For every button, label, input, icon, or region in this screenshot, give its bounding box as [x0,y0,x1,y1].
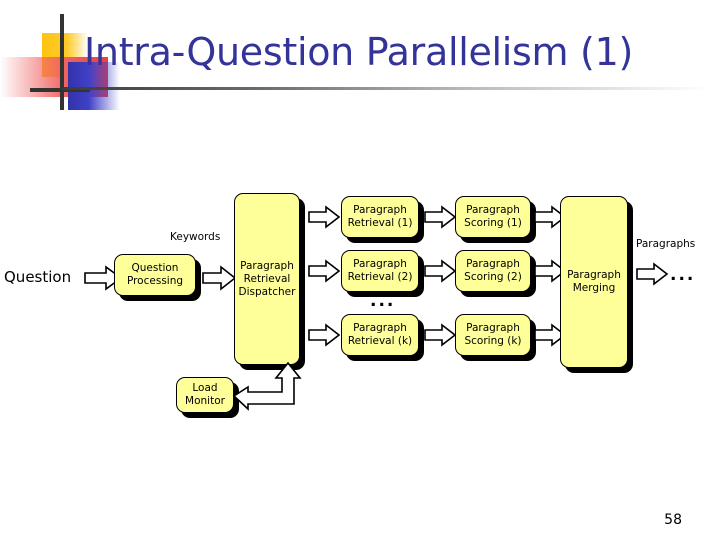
node-paragraph-retrieval-2-label: Paragraph Retrieval (2) [347,258,413,283]
arrow-paragraph-retrieval-2-to-scoring-2 [424,259,457,283]
arrow-load-monitor-dispatcher-bidirectional [232,360,320,422]
title-underline-rule [62,87,712,90]
node-paragraph-merging-label: Paragraph Merging [567,269,621,294]
node-load-monitor[interactable]: Load Monitor [176,377,234,413]
page-title: Intra-Question Parallelism (1) [84,30,633,74]
arrow-paragraph-retrieval-k-to-scoring-k [424,323,457,347]
arrow-dispatcher-to-paragraph-retrieval-1 [308,205,341,229]
node-load-monitor-label: Load Monitor [185,382,225,407]
node-paragraph-scoring-1[interactable]: Paragraph Scoring (1) [455,196,531,238]
node-paragraph-retrieval-k[interactable]: Paragraph Retrieval (k) [341,314,419,356]
arrow-paragraph-scoring-k-to-merging [534,323,567,347]
input-label-question: Question [4,268,72,286]
edge-label-keywords: Keywords [170,231,221,243]
node-paragraph-scoring-1-label: Paragraph Scoring (1) [464,204,522,229]
node-paragraph-scoring-k[interactable]: Paragraph Scoring (k) [455,314,531,356]
decoration-blue-square [68,62,120,110]
arrow-dispatcher-to-paragraph-retrieval-k [308,323,341,347]
decoration-vertical-line [60,14,64,110]
node-paragraph-retrieval-2[interactable]: Paragraph Retrieval (2) [341,250,419,292]
node-question-processing[interactable]: Question Processing [114,254,196,296]
arrow-paragraph-retrieval-1-to-scoring-1 [424,205,457,229]
arrow-paragraph-merging-to-output [636,262,669,286]
edge-label-paragraphs: Paragraphs [636,238,696,250]
ellipsis-retrieval-column: ... [370,291,396,311]
node-paragraph-retrieval-dispatcher-label: Paragraph Retrieval Dispatcher [238,259,296,298]
decoration-horizontal-tick [30,88,90,92]
node-paragraph-merging[interactable]: Paragraph Merging [560,196,628,368]
ellipsis-output: ... [670,265,696,285]
slide-title-bar: Intra-Question Parallelism (1) [0,0,720,110]
node-paragraph-retrieval-1-label: Paragraph Retrieval (1) [347,204,413,229]
node-paragraph-scoring-2-label: Paragraph Scoring (2) [464,258,522,283]
node-paragraph-retrieval-1[interactable]: Paragraph Retrieval (1) [341,196,419,238]
node-paragraph-retrieval-k-label: Paragraph Retrieval (k) [347,322,413,347]
arrow-question-processing-to-dispatcher [202,265,237,291]
node-paragraph-scoring-k-label: Paragraph Scoring (k) [464,322,522,347]
arrow-dispatcher-to-paragraph-retrieval-2 [308,259,341,283]
arrow-paragraph-scoring-1-to-merging [534,205,567,229]
node-paragraph-scoring-2[interactable]: Paragraph Scoring (2) [455,250,531,292]
arrow-paragraph-scoring-2-to-merging [534,259,567,283]
arrow-question-to-question-processing [84,265,123,291]
page-number: 58 [664,512,682,528]
node-paragraph-retrieval-dispatcher[interactable]: Paragraph Retrieval Dispatcher [234,193,300,365]
node-question-processing-label: Question Processing [126,262,184,287]
